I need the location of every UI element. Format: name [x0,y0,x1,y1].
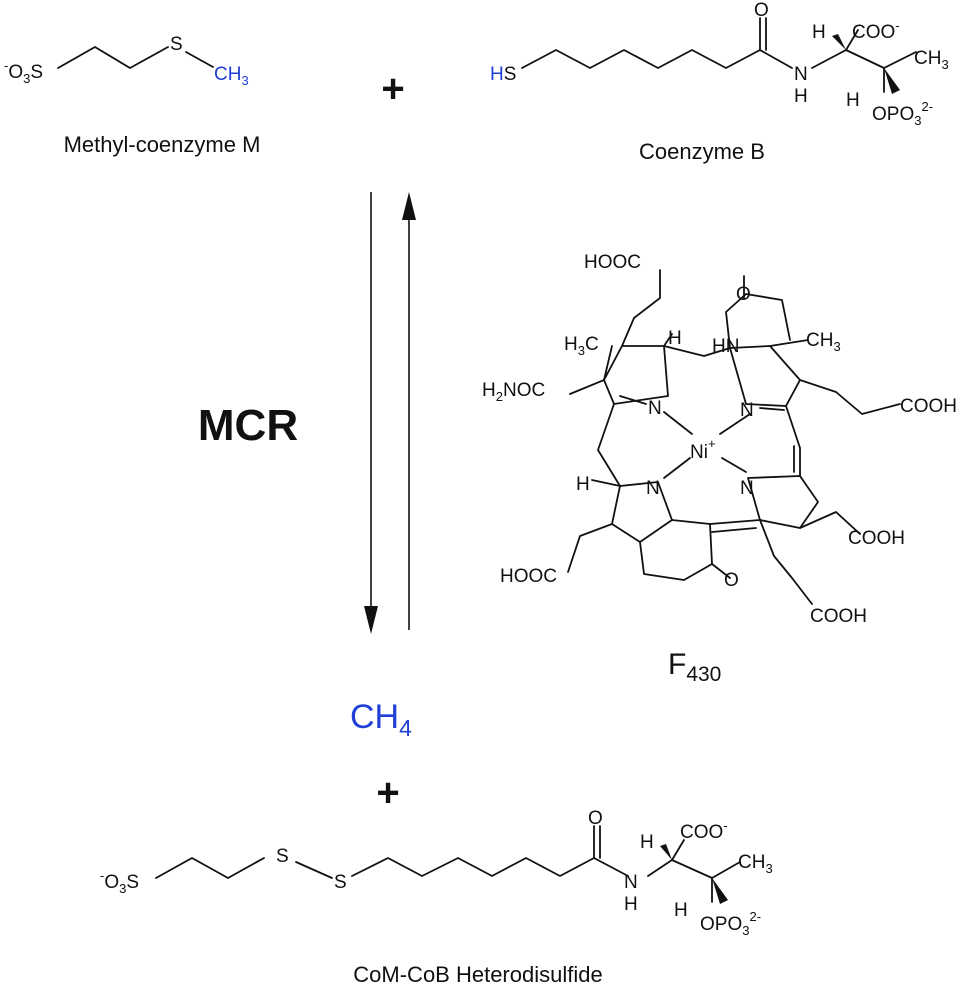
f430-ch3-label: CH [806,330,833,351]
cob-amide-h: H [794,86,808,107]
f430-n-ring-c: N [740,478,754,499]
f430-h-top: H [668,328,682,349]
cob-alpha-h: H [812,22,826,43]
cob-opo3-charge: 2- [921,99,933,114]
f430-ketone-o: O [724,570,739,591]
f430-h-bottom: H [576,474,590,495]
f430-hooc-bottom-left: HOOC [500,566,557,587]
svg-text:HS: HS [490,64,516,85]
hds-carbonyl-o: O [588,808,603,829]
so3-charge: - [4,58,8,73]
cob-amide-n: N [794,64,808,85]
coenzyme-b-structure: HS O N H H COO- H CH3 OPO32- Coenzyme B [490,0,949,164]
cob-opo3-label: OPO [872,104,914,125]
f430-hn-label: HN [712,336,739,357]
hds-coo-label: COO [680,822,723,843]
hds-so3-sub: 3 [119,881,126,896]
svg-text:-O3S: -O3S [100,868,139,896]
cob-carbonyl-o: O [754,0,769,21]
svg-text:CH3: CH3 [738,852,773,876]
svg-text:H3C: H3C [564,334,599,358]
svg-text:OPO32-: OPO32- [700,909,761,938]
equilibrium-arrows [364,192,416,634]
so3-sub: 3 [23,71,30,86]
methyl-sub: 3 [241,73,248,88]
hds-coo-charge: - [723,818,727,833]
hds-s2-label: S [334,872,347,893]
hds-amide-n: N [624,872,638,893]
svg-text:CH3: CH3 [214,64,249,88]
forward-arrowhead [364,606,378,634]
f430-h2noc-h: H [482,380,496,401]
thioether-s-label: S [170,34,183,55]
hds-ch3-label: CH [738,852,765,873]
product-plus-sign: + [376,771,399,815]
cob-coo-charge: - [895,18,899,33]
hds-so3-charge: - [100,868,104,883]
f430-hooc-top: HOOC [584,252,641,273]
f430-name-sub: 430 [686,663,721,686]
svg-text:-O3S: -O3S [4,58,43,86]
so3-o: O [8,62,23,83]
cob-ch3-sub: 3 [941,57,948,72]
f430-cooh-right: COOH [900,396,957,417]
methyl-coenzyme-m-name: Methyl-coenzyme M [64,132,261,157]
svg-text:OPO32-: OPO32- [872,99,933,128]
svg-text:COO-: COO- [680,818,728,843]
hds-amide-h: H [624,894,638,915]
coenzyme-b-name: Coenzyme B [639,139,765,164]
f430-ni-label: Ni [690,442,708,463]
f430-h2noc-rest: NOC [503,380,545,401]
hds-ch3-sub: 3 [765,861,772,876]
f430-n-ring-a: N [648,398,662,419]
heterodisulfide-structure: -O3S S S O N H H COO- H CH3 OPO32- CoM-C… [100,808,773,987]
f430-ch3-sub: 3 [833,339,840,354]
cob-coo-label: COO [852,22,895,43]
hds-opo3-sub: 3 [742,923,749,938]
hds-s1-label: S [276,846,289,867]
hds-alpha-h: H [640,832,654,853]
cob-thiol-h: H [490,64,504,85]
methyl-coenzyme-m-structure: -O3S S CH3 Methyl-coenzyme M [4,34,260,157]
hds-opo3-label: OPO [700,914,742,935]
enzyme-label-mcr: MCR [198,401,298,450]
svg-text:F430: F430 [668,648,721,686]
cofactor-f430-structure: N N N N Ni+ HN O O H3C CH3 H H H2NOC HOO… [482,252,957,686]
cob-opo3-sub: 3 [914,113,921,128]
reverse-arrowhead [402,192,416,220]
svg-text:COO-: COO- [852,18,900,43]
f430-h3c-h: H [564,334,578,355]
f430-cooh-bottom: COOH [810,606,867,627]
f430-n-ring-d: N [646,478,660,499]
so3-s: S [30,62,43,83]
svg-text:CH4: CH4 [350,698,412,741]
f430-n-ring-b: N [740,400,754,421]
f430-cooh-right-low: COOH [848,528,905,549]
hds-beta-h: H [674,900,688,921]
f430-h3c-c: C [585,334,599,355]
hds-so3-o: O [104,872,119,893]
hds-so3-s: S [126,872,139,893]
f430-name-main: F [668,648,686,681]
cob-beta-h: H [846,90,860,111]
reactant-plus-sign: + [381,67,404,111]
cob-ch3-label: CH [914,48,941,69]
f430-h3c-sub: 3 [578,343,585,358]
svg-text:CH3: CH3 [914,48,949,72]
heterodisulfide-name: CoM-CoB Heterodisulfide [353,962,602,987]
svg-text:CH3: CH3 [806,330,841,354]
hds-opo3-charge: 2- [749,909,761,924]
methyl-label: CH [214,64,241,85]
cob-thiol-s: S [504,64,517,85]
f430-h2noc-sub: 2 [496,389,503,404]
svg-text:Ni+: Ni+ [690,436,716,463]
f430-lactam-o: O [736,284,751,305]
f430-ni-charge: + [708,436,716,451]
methane-label: CH [350,698,399,736]
methane-sub: 4 [399,715,412,741]
svg-text:H2NOC: H2NOC [482,380,545,404]
